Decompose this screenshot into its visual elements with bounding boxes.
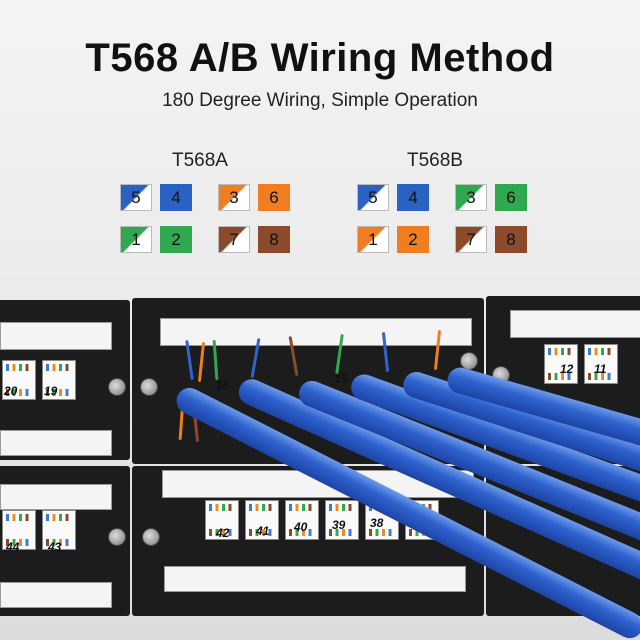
pin-1-striped: 1 <box>120 226 152 253</box>
pin-number: 5 <box>368 187 378 207</box>
pin-number: 4 <box>171 187 181 207</box>
t568a-label: T568A <box>172 150 228 171</box>
pin-number: 1 <box>131 229 141 249</box>
pin-5-striped: 5 <box>120 184 152 211</box>
pin-7-striped: 7 <box>218 226 250 253</box>
port-number: 18 <box>216 378 230 392</box>
port-number: 42 <box>216 526 230 540</box>
port-number: 38 <box>370 516 384 530</box>
pin-3-striped: 3 <box>218 184 250 211</box>
pin-number: 7 <box>229 229 239 249</box>
pin-3-striped: 3 <box>455 184 487 211</box>
page-subtitle: 180 Degree Wiring, Simple Operation <box>162 90 478 111</box>
pin-number: 6 <box>269 187 279 207</box>
pin-number: 2 <box>171 229 181 249</box>
port-row <box>2 360 76 400</box>
pin-4-solid: 4 <box>160 184 192 211</box>
pin-5-striped: 5 <box>357 184 389 211</box>
pin-6-solid: 6 <box>258 184 290 211</box>
pin-6-solid: 6 <box>495 184 527 211</box>
jack-strip <box>510 310 640 338</box>
page-title: T568 A/B Wiring Method <box>85 36 555 80</box>
port <box>42 510 76 550</box>
pin-number: 2 <box>408 229 418 249</box>
pin-2-solid: 2 <box>397 226 429 253</box>
port-row <box>2 510 76 550</box>
jack-strip <box>0 430 112 456</box>
pin-number: 6 <box>506 187 516 207</box>
port-row <box>544 344 618 384</box>
jack-strip <box>0 322 112 350</box>
screw <box>140 378 158 396</box>
port <box>544 344 578 384</box>
t568b-label: T568B <box>407 150 463 171</box>
port-number: 44 <box>6 540 20 554</box>
port-number: 40 <box>294 520 308 534</box>
pin-number: 8 <box>506 229 516 249</box>
pin-number: 5 <box>131 187 141 207</box>
pin-8-solid: 8 <box>495 226 527 253</box>
jack-strip <box>160 318 472 346</box>
port-number: 41 <box>256 524 270 538</box>
port-number: 39 <box>332 518 346 532</box>
port <box>584 344 618 384</box>
jack-strip <box>0 484 112 510</box>
port <box>285 500 319 540</box>
port <box>325 500 359 540</box>
screw <box>108 378 126 396</box>
port-number: 12 <box>560 362 574 376</box>
pin-7-striped: 7 <box>455 226 487 253</box>
port-number: 19 <box>44 384 58 398</box>
pin-number: 7 <box>466 229 476 249</box>
pin-1-striped: 1 <box>357 226 389 253</box>
pin-4-solid: 4 <box>397 184 429 211</box>
pin-8-solid: 8 <box>258 226 290 253</box>
pin-number: 1 <box>368 229 378 249</box>
port <box>42 360 76 400</box>
screw <box>108 528 126 546</box>
pin-number: 3 <box>466 187 476 207</box>
port-number: 11 <box>594 362 607 376</box>
pin-number: 8 <box>269 229 279 249</box>
port-number: 43 <box>48 540 62 554</box>
pin-number: 4 <box>408 187 418 207</box>
port <box>2 360 36 400</box>
port <box>245 500 279 540</box>
pin-number: 3 <box>229 187 239 207</box>
jack-strip <box>164 566 466 592</box>
screw <box>142 528 160 546</box>
port <box>2 510 36 550</box>
port-number: 20 <box>4 384 18 398</box>
jack-strip <box>0 582 112 608</box>
port-number: 15 <box>334 372 348 386</box>
pin-2-solid: 2 <box>160 226 192 253</box>
port <box>205 500 239 540</box>
